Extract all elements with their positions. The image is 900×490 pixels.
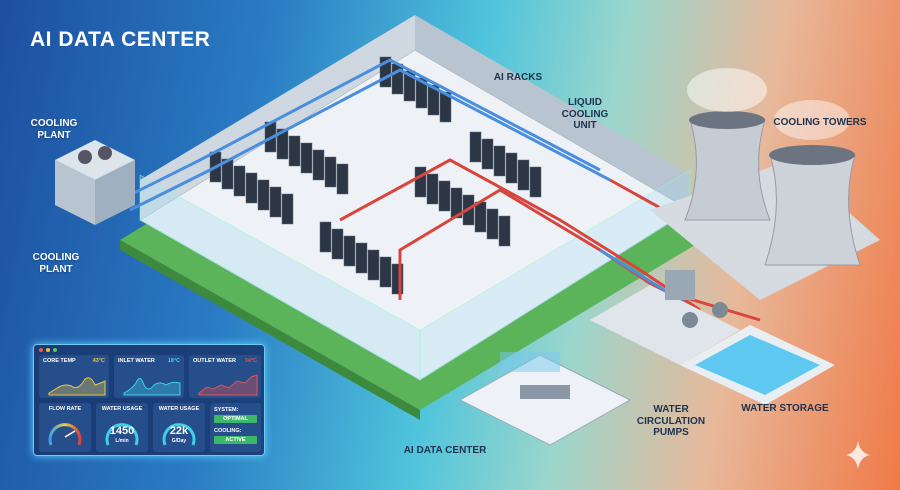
water-usage-card-1: WATER USAGE 1450 L/min: [96, 403, 148, 452]
cooling-label: COOLING:: [214, 428, 242, 434]
server-rack: [319, 221, 332, 253]
server-rack: [426, 173, 439, 205]
water-usage-label: WATER USAGE: [158, 406, 200, 412]
sparkle-icon: [846, 441, 870, 469]
label-water-circulation-pumps: WATER CIRCULATION PUMPS: [636, 404, 706, 438]
water-usage-unit: L/min: [115, 438, 129, 444]
server-rack: [312, 149, 325, 181]
server-rack: [233, 165, 246, 197]
water-usage-card-2: WATER USAGE 22k G/Day: [153, 403, 205, 452]
label-liquid-cooling-unit: LIQUID COOLING UNIT: [561, 97, 609, 131]
system-label: SYSTEM:: [214, 407, 239, 413]
control-room: [458, 352, 632, 446]
server-rack: [438, 180, 451, 212]
server-rack: [391, 263, 404, 295]
water-usage-unit: G/Day: [171, 438, 187, 444]
water-usage-label: WATER USAGE: [101, 406, 143, 412]
back-wall-left: [140, 15, 415, 220]
cooling-plant: [55, 140, 135, 225]
label-ai-data-center: AI DATA CENTER: [403, 445, 487, 456]
server-rack: [474, 201, 487, 233]
server-rack: [300, 142, 313, 174]
label-ai-racks: AI RACKS: [493, 72, 543, 83]
server-rack: [276, 128, 289, 160]
system-status-badge: OPTIMAL: [214, 415, 257, 423]
server-rack: [331, 228, 344, 260]
server-rack: [281, 193, 294, 225]
server-rack: [379, 56, 392, 88]
water-storage-tank: [680, 325, 835, 405]
server-rack: [505, 152, 518, 184]
server-rack: [391, 63, 404, 95]
cooling-status-badge: ACTIVE: [214, 436, 257, 444]
server-rack: [257, 179, 270, 211]
label-cooling-plant-top: COOLING PLANT: [30, 118, 78, 141]
server-rack: [481, 138, 494, 170]
server-rack: [288, 135, 301, 167]
outlet-water-label: OUTLET WATER: [193, 358, 236, 364]
outlet-water-value: 34°C: [244, 358, 257, 364]
water-usage-value: 1450: [109, 425, 135, 437]
server-rack: [529, 166, 542, 198]
server-rack: [367, 249, 380, 281]
server-rack: [269, 186, 282, 218]
server-rack: [245, 172, 258, 204]
water-usage-value: 22k: [169, 425, 189, 437]
glass-wall-right: [419, 169, 691, 381]
server-rack: [427, 84, 440, 116]
server-rack: [517, 159, 530, 191]
server-rack: [221, 158, 234, 190]
status-card: SYSTEM: OPTIMAL COOLING: ACTIVE: [210, 403, 261, 452]
inlet-water-card: INLET WATER 18°C: [114, 355, 184, 398]
core-temp-label: CORE TEMP: [43, 358, 76, 364]
server-rack: [336, 163, 349, 195]
core-temp-card: CORE TEMP 43°C: [39, 355, 109, 398]
server-rack: [439, 91, 452, 123]
server-rack: [498, 215, 511, 247]
server-rack: [450, 187, 463, 219]
label-water-storage: WATER STORAGE: [741, 403, 829, 414]
inlet-water-value: 18°C: [167, 358, 180, 364]
server-rack: [414, 166, 427, 198]
page-title: AI DATA CENTER: [30, 28, 211, 51]
outlet-water-card: OUTLET WATER 34°C: [189, 355, 261, 398]
label-cooling-plant-bottom: COOLING PLANT: [32, 252, 80, 275]
flow-rate-gauge: [48, 423, 82, 446]
server-rack: [324, 156, 337, 188]
inlet-water-label: INLET WATER: [118, 358, 155, 364]
monitoring-dashboard: CORE TEMP 43°C INLET WATER 18°C OUTLET W…: [33, 344, 265, 456]
server-rack: [493, 145, 506, 177]
back-wall-right: [415, 15, 690, 210]
flow-rate-label: FLOW RATE: [48, 406, 82, 412]
label-cooling-towers: COOLING TOWERS: [773, 117, 867, 128]
window-controls: [39, 348, 57, 352]
server-rack: [343, 235, 356, 267]
server-rack: [379, 256, 392, 288]
server-rack: [486, 208, 499, 240]
water-circulation-pumps: [590, 270, 740, 365]
server-rack: [355, 242, 368, 274]
core-temp-value: 43°C: [92, 358, 105, 364]
server-rack: [469, 131, 482, 163]
flow-rate-card: FLOW RATE: [39, 403, 91, 452]
cooling-towers: [650, 68, 880, 300]
